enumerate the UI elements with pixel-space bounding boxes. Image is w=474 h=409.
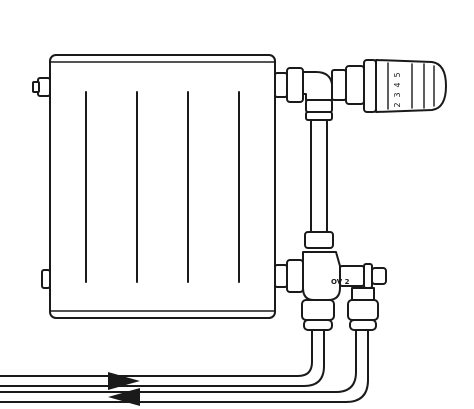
supply-pipe-outer [0,329,313,377]
riser-pipe [304,111,334,249]
return-pipe-inner [0,329,369,403]
lower-nut [286,259,304,293]
riser-top-nut [305,111,333,121]
valve-body [331,69,347,101]
return-pipe-outer [0,329,357,393]
left-outlet-nut [301,299,335,321]
upper-elbow [302,71,333,101]
upper-connection [274,65,365,113]
left-plugs [32,77,51,289]
left-outlet-sleeve [303,319,333,331]
bleed-plug-bottom [41,269,51,289]
valve-nut [345,65,365,105]
scale-mark-2: 2 [393,102,402,107]
bleed-plug-top-cap [32,81,40,93]
flow-arrow-left-icon [108,388,140,406]
radiator-panel [49,54,276,319]
thermostat-collar [363,59,377,113]
radiator [49,54,276,319]
valve-label: OV 2 [331,278,350,286]
lower-connection: OV 2 [274,251,387,301]
upper-elbow-nut [305,99,333,113]
riser-bottom-nut [304,231,334,249]
upper-nut [286,67,304,103]
lower-nipple [274,264,288,288]
scale-mark-4: 4 [393,82,402,87]
valve-block-cap [363,263,373,289]
right-outlet-body [351,287,375,301]
supply-pipe-inner [0,329,325,387]
scale-mark-5: 5 [393,72,402,77]
valve-block-spindle [371,267,387,285]
valve-block [302,251,341,301]
flow-pipes [0,329,369,403]
scale-mark-3: 3 [393,92,402,97]
pipe-outlets [301,287,379,331]
right-outlet-nut [347,299,379,321]
thermostat-knob [375,59,447,113]
thermostatic-head: 5 4 3 2 [363,59,447,113]
right-outlet-sleeve [349,319,377,331]
upper-nipple [274,72,288,98]
riser-tube [310,119,328,233]
flow-arrow-right-icon [108,372,140,390]
